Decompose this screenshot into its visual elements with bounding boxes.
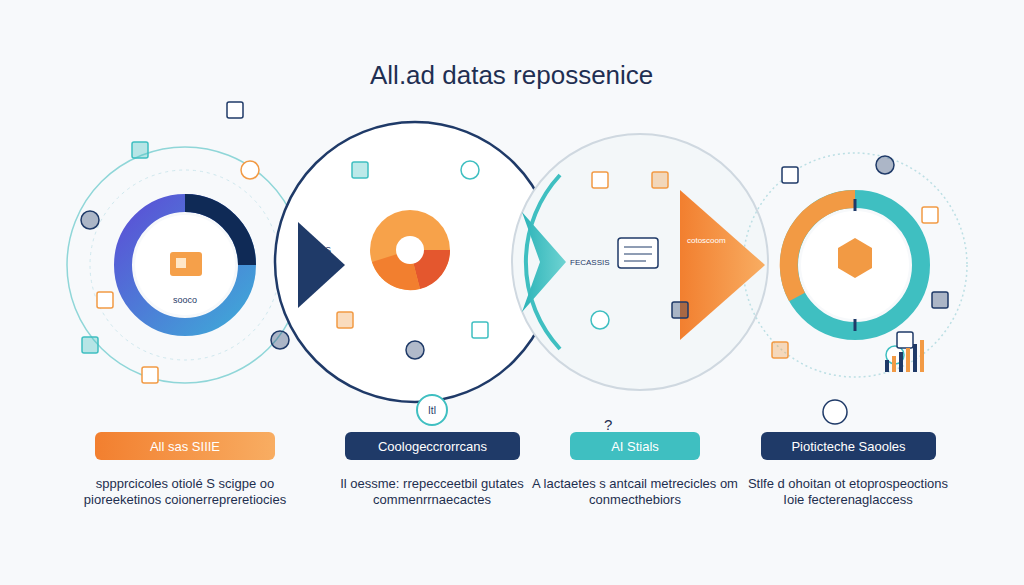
icon [406, 341, 424, 359]
icon [132, 142, 148, 158]
icon [772, 342, 788, 358]
icon [591, 311, 609, 329]
icon [652, 172, 668, 188]
icon [922, 207, 938, 223]
icon [142, 367, 158, 383]
icon [461, 161, 479, 179]
label-pill: Pioticteche Saooles [761, 432, 936, 460]
label-pill: Coologeccrorrcans [345, 432, 520, 460]
bar-icon [899, 352, 903, 372]
icon [81, 211, 99, 229]
small-label: HCS [312, 245, 331, 255]
bar-icon [920, 340, 924, 372]
small-label: cotoscoom [687, 236, 726, 245]
bar-icon [892, 356, 896, 372]
icon [241, 161, 259, 179]
icon [82, 337, 98, 353]
pill-text: All sas SIIIE [150, 439, 220, 454]
small-label: ? [604, 416, 612, 433]
icon [271, 331, 289, 349]
description: Stlfe d ohoitan ot etoprospeoctions Ioie… [743, 476, 953, 508]
small-label: sooco [173, 295, 197, 305]
description: sppprcicoles otiolé S scigpe oo pioreeke… [80, 476, 290, 508]
title: All.ad datas repossenice [370, 60, 653, 91]
small-label: FECASSIS [570, 258, 610, 267]
icon [932, 292, 948, 308]
small-label: ItI [428, 405, 436, 416]
icon [592, 172, 608, 188]
pill-text: Pioticteche Saooles [791, 439, 905, 454]
icon [227, 102, 243, 118]
icon [337, 312, 353, 328]
pill-text: AI Stials [611, 439, 659, 454]
icon [672, 302, 688, 318]
bar-icon [906, 348, 910, 372]
icon [897, 332, 913, 348]
icon [782, 167, 798, 183]
label-pill: AI Stials [570, 432, 700, 460]
label-pill: All sas SIIIE [95, 432, 275, 460]
icon [472, 322, 488, 338]
bar-icon [913, 344, 917, 372]
icon [876, 156, 894, 174]
description: Il oessme: rrepecceetbil gutates commenr… [327, 476, 537, 508]
pill-text: Coologeccrorrcans [378, 439, 487, 454]
icon [97, 292, 113, 308]
bar-icon [885, 360, 889, 372]
description: A lactaetes s antcail metrecicles om con… [530, 476, 740, 508]
icon [352, 162, 368, 178]
